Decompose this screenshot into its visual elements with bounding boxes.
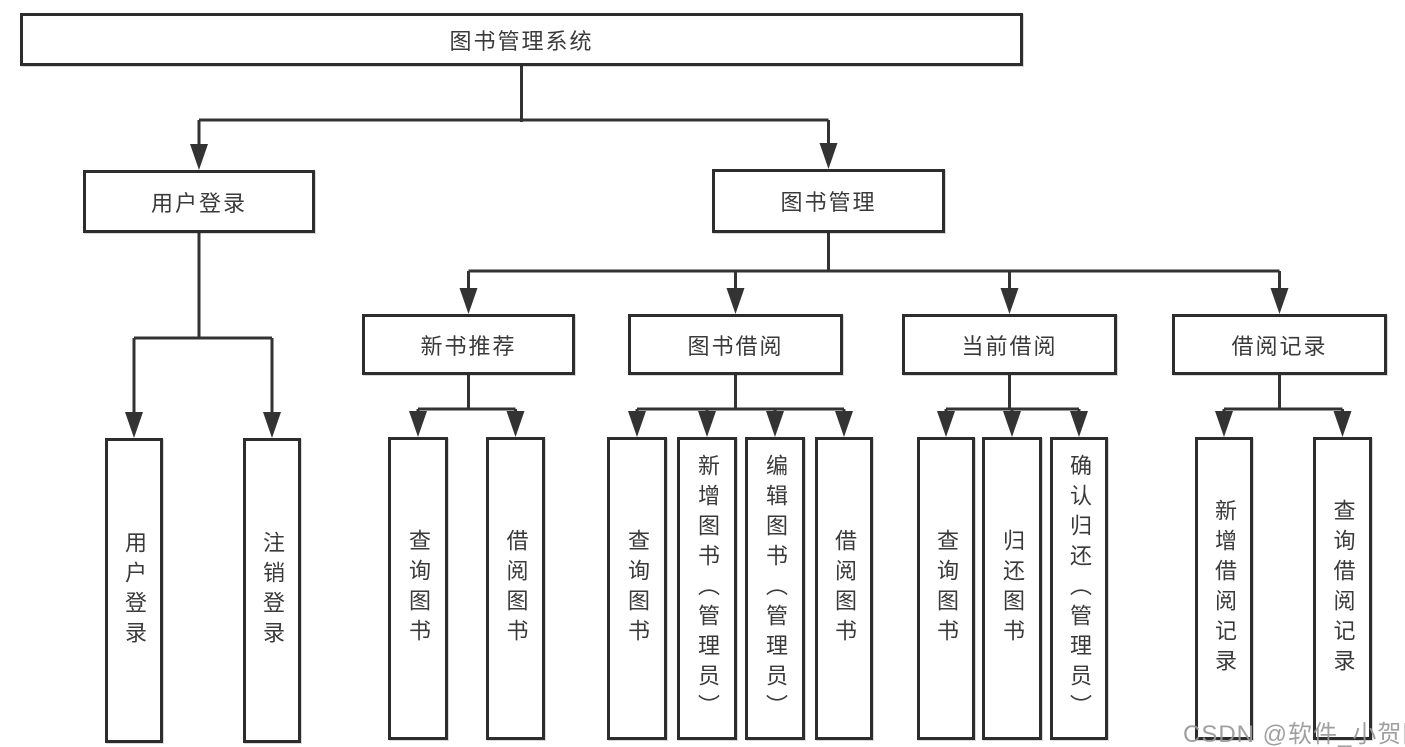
node-label: 编辑图书（管理员） (763, 453, 788, 724)
node-borrow-records: 借阅记录 (1172, 314, 1387, 375)
node-leaf-return-books: 归还图书 (982, 437, 1042, 740)
node-label: 新增图书（管理员） (695, 453, 720, 724)
node-label: 查询图书 (406, 528, 431, 649)
node-label: 图书管理系统 (449, 28, 594, 54)
node-leaf-query-books-3: 查询图书 (917, 437, 975, 740)
node-label: 查询图书 (934, 528, 959, 649)
node-label: 归还图书 (1000, 528, 1025, 649)
node-label: 当前借阅 (961, 333, 1058, 359)
node-current-borrowing: 当前借阅 (902, 314, 1117, 375)
node-leaf-add-borrow-record: 新增借阅记录 (1195, 437, 1253, 740)
node-label: 注销登录 (260, 530, 285, 651)
node-leaf-user-login: 用户登录 (105, 438, 163, 743)
node-user-login: 用户登录 (83, 170, 315, 233)
node-label: 用户登录 (122, 530, 147, 651)
node-label: 图书管理 (780, 190, 877, 215)
node-leaf-query-borrow-record: 查询借阅记录 (1313, 437, 1372, 740)
node-book-management: 图书管理 (712, 169, 945, 233)
node-leaf-query-books-2: 查询图书 (607, 437, 667, 740)
node-new-book-recommend: 新书推荐 (362, 314, 575, 375)
node-label: 确认归还（管理员） (1067, 453, 1092, 724)
node-label: 借阅图书 (503, 528, 529, 649)
node-leaf-query-books-1: 查询图书 (388, 437, 448, 740)
node-leaf-confirm-return-admin: 确认归还（管理员） (1050, 437, 1108, 740)
node-leaf-borrow-books-1: 借阅图书 (486, 437, 545, 740)
node-label: 查询图书 (625, 528, 650, 649)
node-leaf-add-books-admin: 新增图书（管理员） (677, 437, 737, 740)
node-label: 图书借阅 (687, 333, 784, 359)
node-library-system: 图书管理系统 (20, 13, 1023, 66)
node-leaf-edit-books-admin: 编辑图书（管理员） (745, 437, 805, 740)
node-label: 新增借阅记录 (1212, 498, 1237, 679)
watermark: CSDN @软件_小贺同学 (1183, 721, 1405, 747)
node-label: 借阅图书 (832, 528, 857, 649)
node-label: 借阅记录 (1231, 333, 1328, 359)
node-leaf-borrow-books-2: 借阅图书 (815, 437, 873, 740)
node-label: 新书推荐 (420, 333, 517, 359)
node-label: 查询借阅记录 (1330, 498, 1356, 679)
node-leaf-logout: 注销登录 (243, 438, 301, 743)
node-book-borrowing: 图书借阅 (628, 314, 843, 375)
node-label: 用户登录 (150, 190, 247, 216)
